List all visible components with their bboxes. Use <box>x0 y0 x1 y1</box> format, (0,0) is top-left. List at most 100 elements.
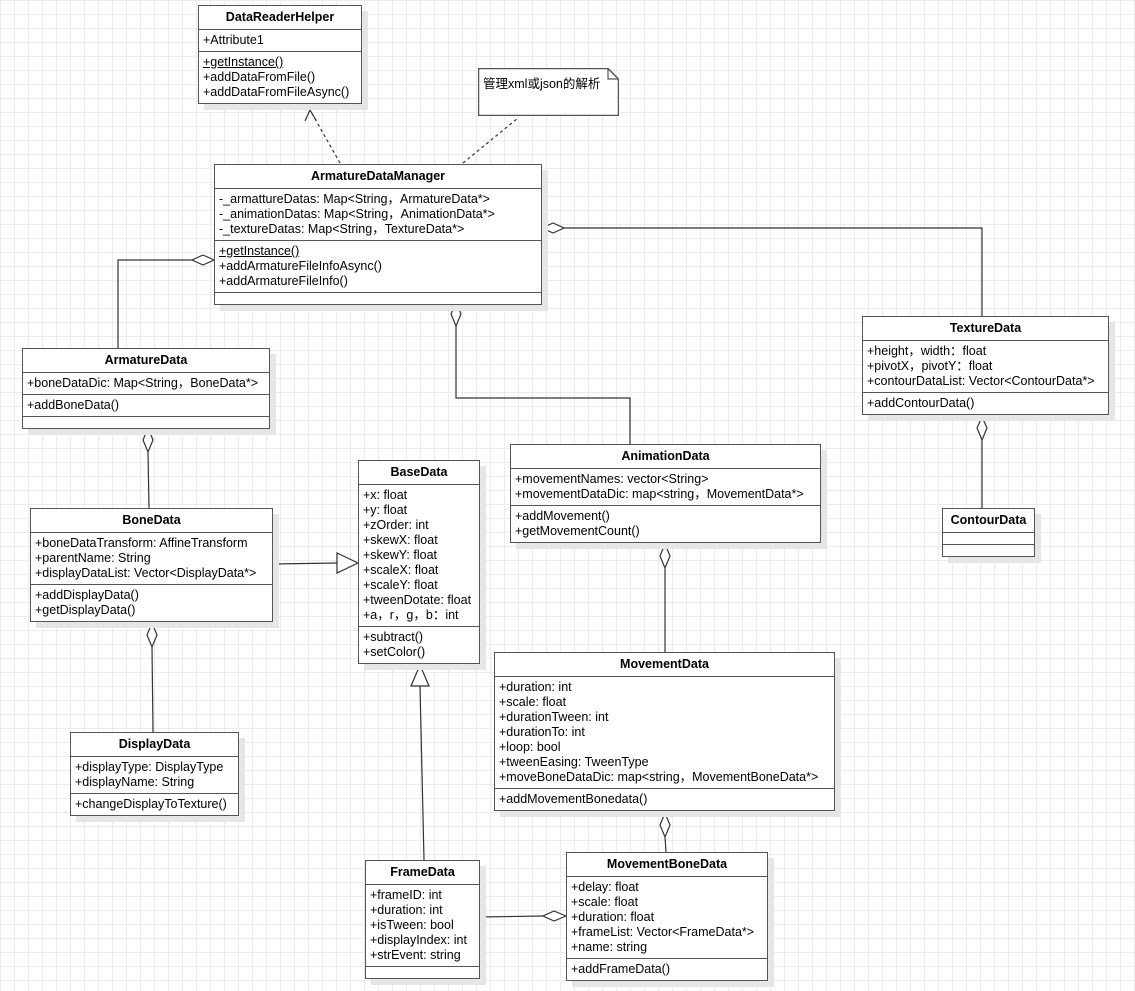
attribute: +movementDataDic: map<string，MovementDat… <box>515 487 804 501</box>
aggregation-bone-display <box>151 646 154 733</box>
class-bone-data[interactable]: BoneData +boneDataTransform: AffineTransf… <box>30 508 273 622</box>
attribute: +durationTween: int <box>499 710 609 724</box>
attribute: +tweenEasing: TweenType <box>499 755 649 769</box>
operation: +getMovementCount() <box>515 524 640 538</box>
operation: +addMovement() <box>515 509 610 523</box>
attributes-compartment: -_armattureDatas: Map<String，ArmatureDat… <box>215 189 541 241</box>
generalization-triangle <box>336 552 360 574</box>
attribute: +displayName: String <box>75 775 195 789</box>
generalization-frame-base <box>419 685 425 861</box>
operation: +addFrameData() <box>571 962 670 976</box>
class-movement-bone-data[interactable]: MovementBoneData+delay: float+scale: flo… <box>566 852 768 981</box>
operations-compartment: +getInstance()+addArmatureFileInfoAsync(… <box>215 241 541 293</box>
operation: +setColor() <box>363 645 426 659</box>
attribute: +isTween: bool <box>370 918 454 932</box>
class-name: TextureData <box>863 317 1108 341</box>
attribute: +scale: float <box>571 895 639 909</box>
attribute: +skewX: float <box>363 533 438 547</box>
operation: +addBoneData() <box>27 398 120 412</box>
operations-compartment: +changeDisplayToTexture() <box>71 794 238 815</box>
attribute: -_textureDatas: Map<String，TextureData*> <box>219 222 465 236</box>
attribute: +pivotX，pivotY：float <box>867 359 993 373</box>
operation: +getDisplayData() <box>35 603 136 617</box>
attribute: +Attribute1 <box>203 33 264 47</box>
class-frame-data[interactable]: FrameData+frameID: int+duration: int+isT… <box>365 860 480 979</box>
attributes-compartment: +duration: int+scale: float+durationTwee… <box>495 677 834 789</box>
aggregation-diamond <box>450 301 462 328</box>
operation: +changeDisplayToTexture() <box>75 797 227 811</box>
attributes-compartment <box>943 533 1034 545</box>
class-contour-data[interactable]: ContourData <box>942 508 1035 557</box>
class-data-reader-helper[interactable]: DataReaderHelper +Attribute1 +getInstance(… <box>198 5 362 104</box>
note-anchor-line <box>462 117 519 164</box>
attribute: +frameList: Vector<FrameData*> <box>571 925 755 939</box>
class-name: MovementData <box>495 653 834 677</box>
operations-compartment: +addFrameData() <box>567 959 767 980</box>
attribute: +displayType: DisplayType <box>75 760 224 774</box>
operation: +addArmatureFileInfo() <box>219 274 348 288</box>
attribute: +durationTo: int <box>499 725 585 739</box>
attributes-compartment: +Attribute1 <box>199 30 361 52</box>
class-base-data[interactable]: BaseData+x: float+y: float+zOrder: int+s… <box>358 460 480 664</box>
attribute: +displayDataList: Vector<DisplayData*> <box>35 566 257 580</box>
aggregation-diamond <box>541 910 568 922</box>
class-texture-data[interactable]: TextureData+height，width：float+pivotX，pi… <box>862 316 1109 415</box>
class-name: MovementBoneData <box>567 853 767 877</box>
attribute: +scale: float <box>499 695 567 709</box>
operation: +addDataFromFileAsync() <box>203 85 350 99</box>
class-name: DisplayData <box>71 733 238 757</box>
attribute: +height，width：float <box>867 344 987 358</box>
attributes-compartment: +height，width：float+pivotX，pivotY：float+… <box>863 341 1108 393</box>
class-name: ContourData <box>943 509 1034 533</box>
aggregation-diamond <box>146 621 158 649</box>
operations-compartment: +addDisplayData()+getDisplayData() <box>31 585 272 621</box>
attribute: +boneDataTransform: AffineTransform <box>35 536 248 550</box>
aggregation-frame-movementbone <box>479 915 544 918</box>
operation: +getInstance() <box>203 55 284 69</box>
attribute: +frameID: int <box>370 888 442 902</box>
class-name: ArmatureDataManager <box>215 165 541 189</box>
aggregation-diamond <box>659 811 671 839</box>
empty-compartment <box>23 417 269 428</box>
operations-compartment: +addMovementBonedata() <box>495 789 834 810</box>
attributes-compartment: +delay: float+scale: float+duration: flo… <box>567 877 767 959</box>
attribute: +duration: int <box>370 903 443 917</box>
attribute: +boneDataDic: Map<String，BoneData*> <box>27 376 259 390</box>
attribute: +x: float <box>363 488 408 502</box>
attribute: +moveBoneDataDic: map<string，MovementBon… <box>499 770 819 784</box>
aggregation-diamond <box>659 542 671 570</box>
operation: +subtract() <box>363 630 424 644</box>
attribute: -_animationDatas: Map<String，AnimationDa… <box>219 207 495 221</box>
operation: +addMovementBonedata() <box>499 792 648 806</box>
generalization-bone-base <box>272 562 338 565</box>
class-armature-data[interactable]: ArmatureData+boneDataDic: Map<String，Bon… <box>22 348 270 429</box>
attribute: +zOrder: int <box>363 518 429 532</box>
attribute: +scaleX: float <box>363 563 439 577</box>
aggregation-manager-texture <box>564 227 983 316</box>
attributes-compartment: +frameID: int+duration: int+isTween: boo… <box>366 885 479 967</box>
class-animation-data[interactable]: AnimationData+movementNames: vector<Stri… <box>510 444 821 543</box>
attribute: +displayIndex: int <box>370 933 467 947</box>
class-name: DataReaderHelper <box>199 6 361 30</box>
operations-compartment: +addMovement()+getMovementCount() <box>511 506 820 542</box>
aggregation-manager-animation <box>455 326 631 444</box>
note-text: 管理xml或json的解析 <box>483 77 601 91</box>
operation: +addDisplayData() <box>35 588 139 602</box>
attribute: +name: string <box>571 940 648 954</box>
empty-compartment <box>215 293 541 304</box>
class-name: FrameData <box>366 861 479 885</box>
attribute: +contourDataList: Vector<ContourData*> <box>867 374 1095 388</box>
class-movement-data[interactable]: MovementData+duration: int+scale: float+… <box>494 652 835 811</box>
attribute: +y: float <box>363 503 408 517</box>
attribute: +parentName: String <box>35 551 151 565</box>
class-name: BoneData <box>31 509 272 533</box>
aggregation-diamond <box>976 415 988 442</box>
attribute: +loop: bool <box>499 740 561 754</box>
attributes-compartment: +boneDataDic: Map<String，BoneData*> <box>23 373 269 395</box>
class-armature-data-manager[interactable]: ArmatureDataManager-_armattureDatas: Map… <box>214 164 542 305</box>
class-display-data[interactable]: DisplayData +displayType: DisplayType+dis… <box>70 732 239 816</box>
operation: +getInstance() <box>219 244 300 258</box>
operations-compartment: +addContourData() <box>863 393 1108 414</box>
operations-compartment <box>366 967 479 978</box>
